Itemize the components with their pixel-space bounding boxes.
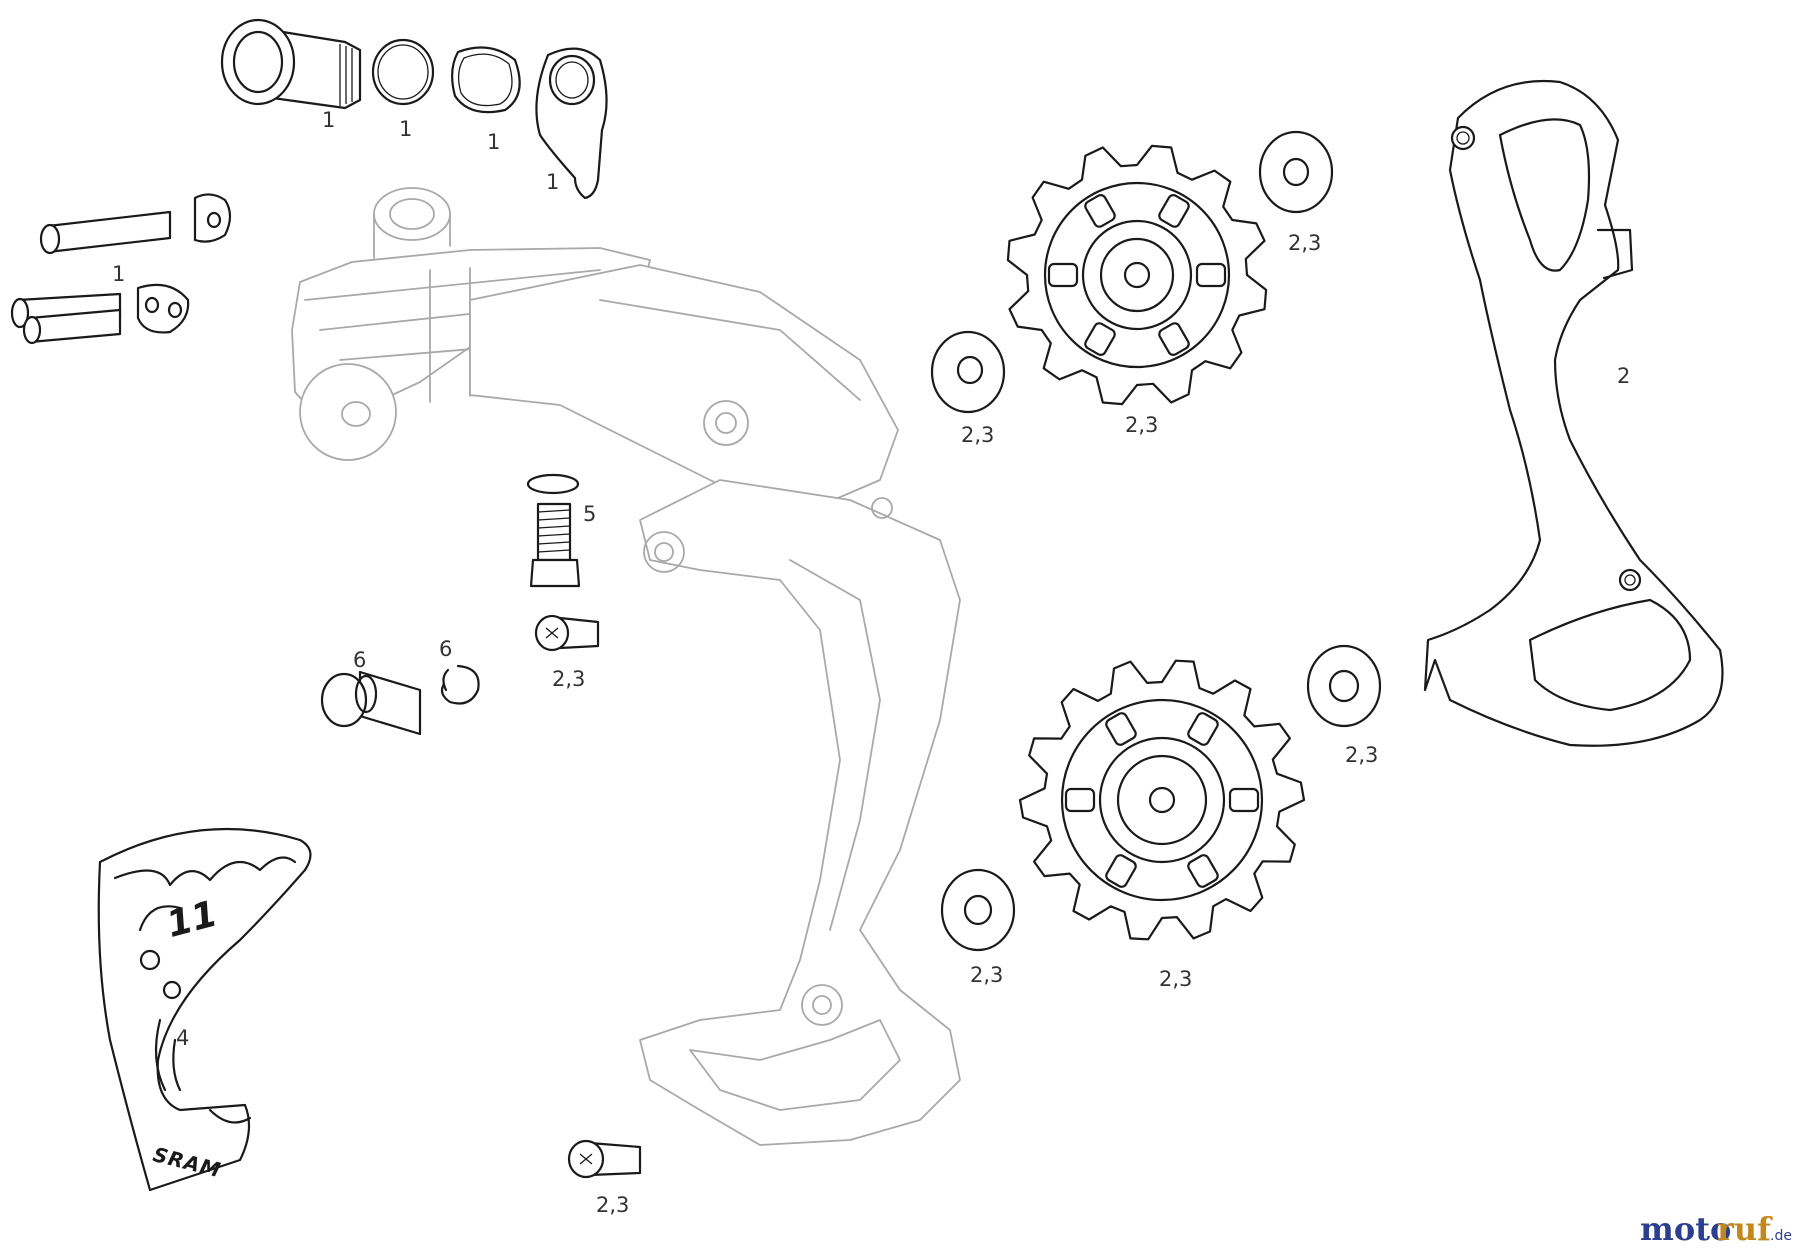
pulley-spoke (1187, 854, 1219, 888)
pulley-rim (1043, 181, 1231, 369)
watermark-moto: moto (1640, 1210, 1731, 1248)
label-bolt-upper-23: 2,3 (552, 667, 585, 691)
label-limit-screw-6: 6 (353, 648, 366, 672)
pulley-spoke (1195, 262, 1227, 288)
label-pulley-lower-23: 2,3 (1159, 967, 1192, 991)
watermark-logo: moto ruf .de (1640, 1210, 1792, 1248)
hanger-bracket-part (535, 47, 608, 200)
ring-part (371, 38, 435, 106)
label-washer-1: 1 (487, 130, 500, 154)
cage-plate-part (1423, 80, 1724, 747)
pulley-spoke (1105, 854, 1137, 888)
pulley-spoke (1084, 322, 1116, 356)
watermark-suffix: .de (1770, 1228, 1792, 1244)
pulley-spoke (1228, 787, 1260, 813)
pulley-spoke (1064, 787, 1096, 813)
pulley-hub (1148, 786, 1176, 814)
pulley-bearing-inner (1099, 237, 1175, 313)
pulley-spoke (1084, 194, 1116, 228)
label-washer-ur-23: 2,3 (1288, 231, 1321, 255)
watermark-ruf: ruf (1717, 1210, 1773, 1248)
pulley-spoke (1105, 712, 1137, 746)
label-screw-set-1: 1 (322, 108, 335, 132)
pulley-lower-part (1018, 659, 1306, 941)
square-washer-part (451, 46, 521, 114)
washer-lower-left (940, 868, 1016, 952)
label-clip-6: 6 (439, 637, 452, 661)
part-labels: 1 1 1 1 1 2 5 2,3 6 6 4 2,3 2,3 2,3 2,3 … (112, 108, 1630, 1217)
label-washer-lr-23: 2,3 (1345, 743, 1378, 767)
label-cage-plate-2: 2 (1617, 364, 1630, 388)
washer-upper-left (930, 330, 1006, 414)
pulley-spoke (1187, 712, 1219, 746)
label-bolt-lower-23: 2,3 (596, 1193, 629, 1217)
label-washer-ll-23: 2,3 (970, 963, 1003, 987)
label-ring-1: 1 (399, 117, 412, 141)
pulley-spoke (1158, 194, 1190, 228)
label-washer-ul-23: 2,3 (961, 423, 994, 447)
pulley-bolt-upper (534, 614, 600, 652)
pulley-upper-part (1006, 144, 1268, 406)
label-tool-4: 4 (176, 1026, 189, 1050)
mount-bolt-part (526, 473, 581, 588)
label-mount-bolt-5: 5 (583, 502, 596, 526)
pulley-bearing-inner (1116, 754, 1208, 846)
pulley-rim (1060, 698, 1264, 902)
limit-screw-part (320, 670, 422, 736)
pulley-spoke (1158, 322, 1190, 356)
pulley-bolt-lower (567, 1139, 642, 1179)
pin-bolts-part (10, 193, 232, 345)
e-clip-part (440, 664, 480, 705)
label-bracket-1: 1 (546, 170, 559, 194)
label-bolt-set-1: 1 (112, 262, 125, 286)
hanger-bolt-part (220, 18, 362, 110)
label-pulley-upper-23: 2,3 (1125, 413, 1158, 437)
washer-upper-right (1258, 130, 1334, 214)
derailleur-body-ghost (291, 187, 961, 1146)
washer-lower-right (1306, 644, 1382, 728)
pulley-hub (1123, 261, 1151, 289)
chain-gap-tool-part: 11 SRAM (97, 828, 312, 1192)
pulley-spoke (1047, 262, 1079, 288)
